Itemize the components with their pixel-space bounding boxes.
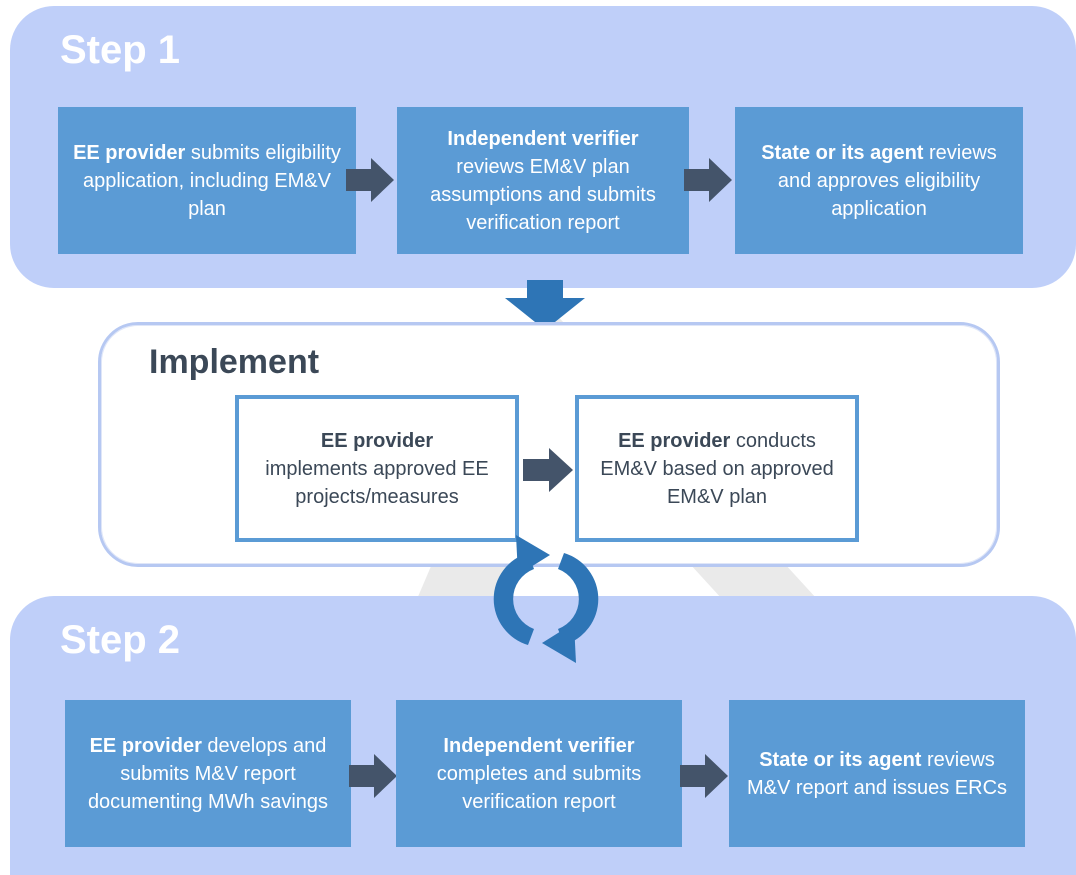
action-text: reviews EM&V plan assumptions and submit… (430, 155, 656, 234)
implement-box-conduct-emv: EE provider conducts EM&V based on appro… (575, 395, 859, 542)
action-text: reviews and approves eligibility applica… (777, 141, 997, 220)
right-arrow-icon (680, 754, 728, 798)
implement-title: Implement (149, 343, 320, 381)
actor-label: EE provider (73, 141, 186, 164)
step-2-title: Step 2 (60, 618, 181, 662)
implement-panel: Implement (98, 322, 1000, 567)
step-2-box-verification: Independent verifier completes and submi… (396, 700, 682, 847)
actor-label: State or its agent (761, 141, 924, 164)
action-text: completes and submits verification repor… (436, 762, 642, 813)
actor-label: State or its agent (759, 748, 922, 771)
actor-label: EE provider (89, 734, 202, 757)
action-text: conducts EM&V based on approved EM&V pla… (600, 429, 834, 508)
step-2-box-issue-ercs: State or its agent reviews M&V report an… (729, 700, 1025, 847)
right-arrow-icon (523, 448, 573, 492)
actor-label: EE provider (320, 429, 434, 452)
implement-box-1-text: EE provider implements approved EE proje… (253, 427, 501, 511)
step-1-box-1-text: EE provider submits eligibility applicat… (72, 139, 342, 223)
actor-label: Independent verifier (447, 127, 639, 150)
action-text: implements approved EE projects/measures (265, 457, 489, 508)
step-2-box-submit-report: EE provider develops and submits M&V rep… (65, 700, 351, 847)
implement-box-implement-measures: EE provider implements approved EE proje… (235, 395, 519, 542)
right-arrow-icon (349, 754, 397, 798)
actor-label: Independent verifier (443, 734, 635, 757)
cycle-arrows-icon (493, 535, 599, 663)
right-arrow-icon (684, 158, 732, 202)
step-2-box-3-text: State or its agent reviews M&V report an… (743, 746, 1011, 802)
step-2-box-1-text: EE provider develops and submits M&V rep… (79, 732, 337, 816)
action-text: submits eligibility application, includi… (83, 141, 341, 220)
step-1-title: Step 1 (60, 28, 181, 72)
down-arrow-icon (505, 280, 585, 330)
step-1-box-3-text: State or its agent reviews and approves … (749, 139, 1009, 223)
step-1-box-verifier-review: Independent verifier reviews EM&V plan a… (397, 107, 689, 254)
implement-box-2-text: EE provider conducts EM&V based on appro… (593, 427, 841, 511)
step-2-box-2-text: Independent verifier completes and submi… (410, 732, 668, 816)
right-arrow-icon (346, 158, 394, 202)
step-1-box-state-approval: State or its agent reviews and approves … (735, 107, 1023, 254)
step-1-box-submit-application: EE provider submits eligibility applicat… (58, 107, 356, 254)
actor-label: EE provider (618, 429, 731, 452)
action-text: reviews M&V report and issues ERCs (746, 748, 1008, 799)
action-text: develops and submits M&V report document… (87, 734, 329, 813)
step-1-box-2-text: Independent verifier reviews EM&V plan a… (411, 125, 675, 237)
